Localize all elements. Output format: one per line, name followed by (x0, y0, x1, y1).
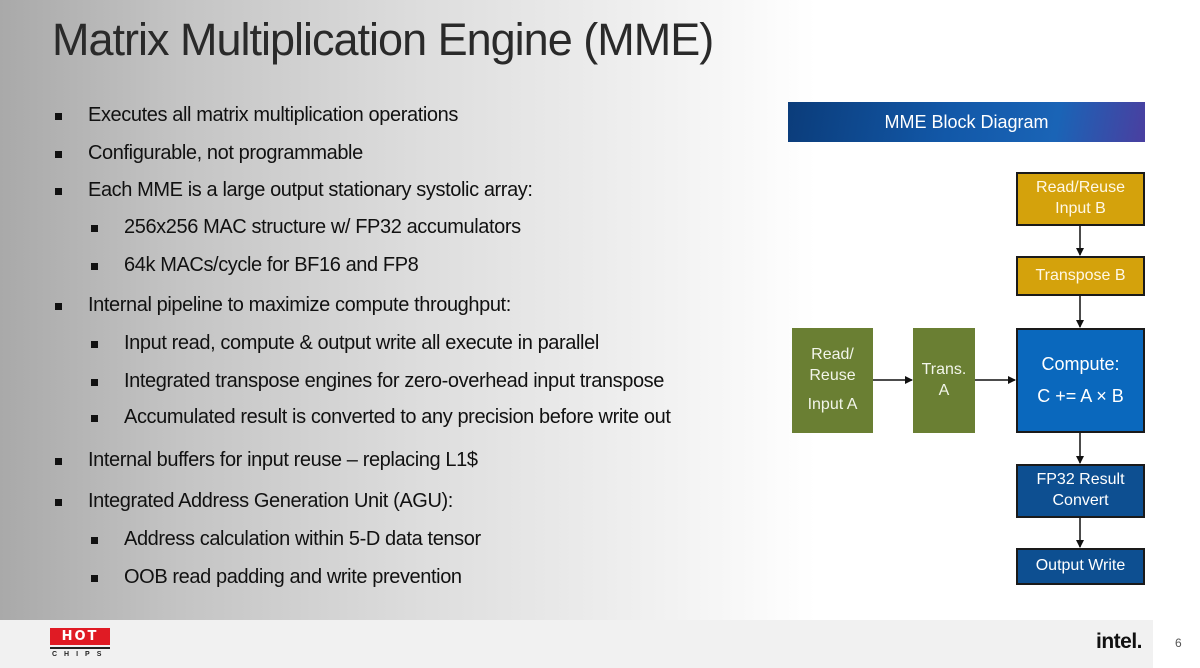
hot-chips-logo-ruler (50, 647, 110, 650)
hot-chips-logo: HOT CHIPS (50, 628, 112, 662)
bullet-item: Internal pipeline to maximize compute th… (55, 294, 511, 317)
block-label: Reuse (809, 367, 856, 385)
bullet-marker-icon (55, 499, 62, 506)
sub-bullet-item: Address calculation within 5-D data tens… (91, 528, 481, 551)
intel-logo: intel. (1096, 630, 1143, 653)
sub-bullet-item: Input read, compute & output write all e… (91, 332, 599, 355)
block-label: Read/ (811, 346, 854, 364)
block-transpose-b: Transpose B (1016, 256, 1145, 296)
slide-title: Matrix Multiplication Engine (MME) (52, 14, 714, 65)
bullet-text: Configurable, not programmable (88, 142, 363, 164)
block-label: Convert (1052, 492, 1109, 509)
block-label: Input B (1055, 200, 1106, 217)
bullet-text: Executes all matrix multiplication opera… (88, 104, 458, 126)
sub-bullet-item: 256x256 MAC structure w/ FP32 accumulato… (91, 216, 521, 239)
bullet-marker-icon (91, 537, 98, 544)
block-label: Input A (807, 395, 858, 413)
block-read-reuse-input-b: Read/Reuse Input B (1016, 172, 1145, 226)
block-compute: Compute: C += A × B (1016, 328, 1145, 433)
bullet-marker-icon (55, 113, 62, 120)
hot-chips-logo-bottom: CHIPS (52, 651, 109, 658)
bullet-marker-icon (55, 151, 62, 158)
diagram-header: MME Block Diagram (788, 102, 1145, 142)
bullet-text: Internal buffers for input reuse – repla… (88, 449, 478, 471)
block-label: Trans. (921, 360, 967, 378)
bullet-marker-icon (91, 225, 98, 232)
bullet-marker-icon (91, 575, 98, 582)
bullet-marker-icon (55, 188, 62, 195)
block-label: C += A × B (1037, 385, 1124, 406)
bullet-text: Accumulated result is converted to any p… (124, 406, 671, 428)
bullet-text: 256x256 MAC structure w/ FP32 accumulato… (124, 216, 521, 238)
block-label: Output Write (1035, 557, 1126, 575)
block-label: Read/Reuse (1036, 179, 1125, 197)
bullet-marker-icon (91, 379, 98, 386)
block-output-write: Output Write (1016, 548, 1145, 585)
page-number: 6 (1175, 636, 1182, 650)
block-trans-a: Trans. A (913, 328, 975, 433)
bullet-marker-icon (91, 415, 98, 422)
bullet-text: Address calculation within 5-D data tens… (124, 528, 481, 550)
bullet-text: 64k MACs/cycle for BF16 and FP8 (124, 254, 419, 276)
bullet-item: Configurable, not programmable (55, 142, 363, 165)
block-label: Compute: (1041, 354, 1120, 375)
hot-chips-logo-top: HOT (61, 629, 99, 644)
sub-bullet-item: Accumulated result is converted to any p… (91, 406, 671, 429)
bullet-text: OOB read padding and write prevention (124, 566, 462, 588)
bullet-text: Each MME is a large output stationary sy… (88, 179, 533, 201)
bullet-item: Each MME is a large output stationary sy… (55, 179, 533, 202)
footer-bar (0, 620, 1153, 668)
hot-chips-logo-badge (50, 628, 110, 645)
bullet-text: Integrated Address Generation Unit (AGU)… (88, 490, 453, 512)
bullet-text: Integrated transpose engines for zero-ov… (124, 370, 665, 392)
bullet-marker-icon (55, 458, 62, 465)
bullet-item: Executes all matrix multiplication opera… (55, 104, 458, 127)
sub-bullet-item: Integrated transpose engines for zero-ov… (91, 370, 665, 393)
bullet-marker-icon (91, 263, 98, 270)
block-fp32-result-convert: FP32 Result Convert (1016, 464, 1145, 518)
block-label: A (938, 381, 950, 399)
bullet-marker-icon (91, 341, 98, 348)
bullet-text: Input read, compute & output write all e… (124, 332, 599, 354)
sub-bullet-item: OOB read padding and write prevention (91, 566, 462, 589)
bullet-item: Internal buffers for input reuse – repla… (55, 449, 478, 472)
bullet-marker-icon (55, 303, 62, 310)
block-label: FP32 Result (1036, 471, 1125, 489)
block-read-reuse-input-a: Read/ Reuse Input A (792, 328, 873, 433)
bullet-item: Integrated Address Generation Unit (AGU)… (55, 490, 453, 513)
sub-bullet-item: 64k MACs/cycle for BF16 and FP8 (91, 254, 419, 277)
block-label: Transpose B (1035, 266, 1126, 284)
bullet-text: Internal pipeline to maximize compute th… (88, 294, 511, 316)
